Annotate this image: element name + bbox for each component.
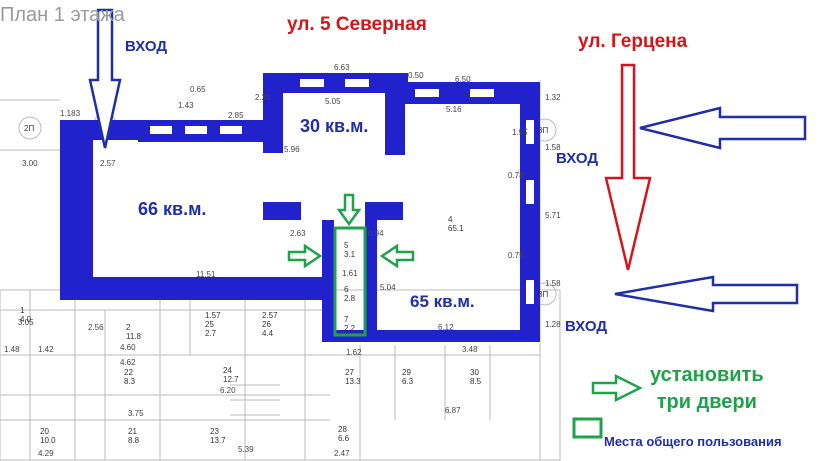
svg-text:1.42: 1.42 <box>38 345 54 354</box>
svg-text:4.62: 4.62 <box>120 358 136 367</box>
svg-text:1.43: 1.43 <box>178 101 194 110</box>
entrance-east-top-label: ВХОД <box>556 150 599 167</box>
entry-arrow-east-top-icon <box>639 106 807 150</box>
svg-text:1.48: 1.48 <box>4 345 20 354</box>
common-area-outline <box>333 226 367 337</box>
svg-text:6.20: 6.20 <box>220 386 236 395</box>
svg-text:6.12: 6.12 <box>438 323 454 332</box>
door-arrows <box>287 193 415 269</box>
svg-text:53.1: 53.1 <box>344 241 356 259</box>
plan-title: План 1 этажа <box>0 4 125 26</box>
svg-text:5.04: 5.04 <box>380 283 396 292</box>
svg-text:4.60: 4.60 <box>120 343 136 352</box>
svg-text:6.87: 6.87 <box>445 406 461 415</box>
svg-text:2П: 2П <box>24 124 34 133</box>
door-arrow-top-icon <box>336 193 362 227</box>
svg-text:0.65: 0.65 <box>190 85 206 94</box>
svg-text:4.29: 4.29 <box>38 449 54 458</box>
svg-text:1.183: 1.183 <box>60 109 81 118</box>
legend-doors-label: установить три двери <box>650 364 764 413</box>
svg-text:5.96: 5.96 <box>284 145 300 154</box>
svg-text:0.94: 0.94 <box>368 229 384 238</box>
svg-text:1.32: 1.32 <box>545 93 561 102</box>
svg-text:228.3: 228.3 <box>124 368 136 386</box>
legend-common-swatch <box>572 417 603 439</box>
dimension-labels: 6.63 6.50 5.05 5.16 0.50 2.20 0.65 2.85 … <box>4 63 561 458</box>
legend-arrow-icon <box>591 373 643 403</box>
svg-text:1.95: 1.95 <box>512 128 528 137</box>
svg-text:72.2: 72.2 <box>344 315 356 333</box>
svg-text:3.05: 3.05 <box>18 318 34 327</box>
svg-text:2.57: 2.57 <box>100 159 116 168</box>
svg-text:0.50: 0.50 <box>408 71 424 80</box>
entry-arrow-north-icon <box>88 8 122 149</box>
svg-text:296.3: 296.3 <box>402 368 414 386</box>
area-65-label: 65 кв.м. <box>408 292 477 312</box>
svg-text:2.63: 2.63 <box>290 229 306 238</box>
svg-text:2.56: 2.56 <box>88 323 104 332</box>
windows <box>150 79 534 304</box>
svg-text:6.50: 6.50 <box>455 75 471 84</box>
svg-text:2.85: 2.85 <box>228 111 244 120</box>
svg-text:5.16: 5.16 <box>446 105 462 114</box>
svg-text:286.6: 286.6 <box>338 425 350 443</box>
svg-text:1.58: 1.58 <box>545 279 561 288</box>
svg-text:211.8: 211.8 <box>126 323 142 341</box>
street-arrow-icon <box>604 63 652 271</box>
walls <box>60 73 540 342</box>
svg-text:1.61: 1.61 <box>342 269 358 278</box>
svg-text:14.0: 14.0 <box>20 306 32 324</box>
svg-text:1.62: 1.62 <box>346 348 362 357</box>
svg-text:5.39: 5.39 <box>238 445 254 454</box>
street-east-label: ул. Герцена <box>578 31 688 52</box>
svg-text:2.20: 2.20 <box>255 93 271 102</box>
svg-text:5.05: 5.05 <box>325 97 341 106</box>
area-66-label: 66 кв.м. <box>138 199 207 219</box>
door-arrow-right-icon <box>379 243 415 269</box>
svg-text:465.1: 465.1 <box>448 215 464 233</box>
svg-text:1.58: 1.58 <box>545 143 561 152</box>
svg-text:2.47: 2.47 <box>334 449 350 458</box>
legend-common-label: Места общего пользования <box>604 434 782 449</box>
svg-text:3.48: 3.48 <box>462 345 478 354</box>
svg-text:1.28: 1.28 <box>545 320 561 329</box>
svg-text:308.5: 308.5 <box>470 368 482 386</box>
svg-text:3.75: 3.75 <box>128 409 144 418</box>
svg-text:218.8: 218.8 <box>128 427 140 445</box>
svg-text:11.51: 11.51 <box>196 270 216 279</box>
svg-text:62.8: 62.8 <box>344 285 356 303</box>
area-30-label: 30 кв.м. <box>300 116 369 136</box>
street-north-label: ул. 5 Северная <box>287 14 427 35</box>
svg-text:6.63: 6.63 <box>334 63 350 72</box>
svg-text:0.75: 0.75 <box>508 251 524 260</box>
svg-text:5.71: 5.71 <box>545 211 561 220</box>
entrance-north-label: ВХОД <box>125 38 168 55</box>
background-plan-lines <box>0 80 561 461</box>
entry-arrow-east-bottom-icon <box>614 275 799 313</box>
entry-arrows <box>88 8 807 403</box>
entrance-east-bottom-label: ВХОД <box>565 318 608 335</box>
door-arrow-left-icon <box>287 243 323 269</box>
svg-text:0.78: 0.78 <box>508 171 524 180</box>
svg-text:3П: 3П <box>538 290 548 299</box>
svg-text:3.00: 3.00 <box>22 159 38 168</box>
svg-text:3П: 3П <box>538 126 548 135</box>
